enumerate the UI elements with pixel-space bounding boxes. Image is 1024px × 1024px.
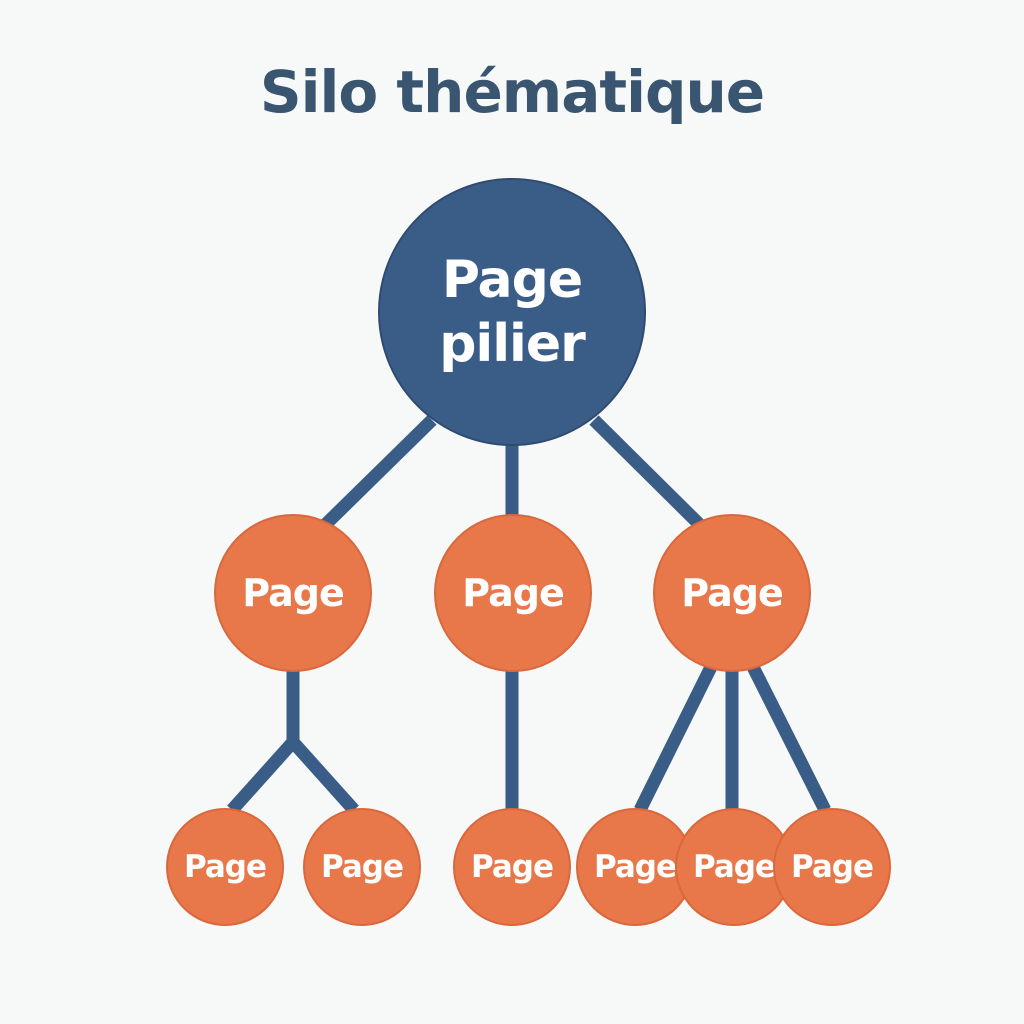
edge-root-child-1 xyxy=(320,415,437,530)
edge-child1-leaf1 xyxy=(227,737,298,815)
diagram-title: Silo thématique xyxy=(259,58,765,126)
pillar-page-node: Page pilier xyxy=(378,178,646,446)
leaf-page-label: Page xyxy=(692,849,776,885)
leaf-page-node-1: Page xyxy=(166,808,284,926)
leaf-page-node-2: Page xyxy=(303,808,421,926)
leaf-page-label: Page xyxy=(320,849,404,885)
child-page-node-2: Page xyxy=(434,514,592,672)
leaf-page-node-3: Page xyxy=(453,808,571,926)
pillar-label-line1: Page xyxy=(441,250,583,310)
child-page-node-3: Page xyxy=(653,514,811,672)
pillar-label-line2: pilier xyxy=(439,314,586,374)
edge-child3-leaf4 xyxy=(634,662,718,813)
child-page-label: Page xyxy=(462,571,564,615)
leaf-page-label: Page xyxy=(470,849,554,885)
child-page-node-1: Page xyxy=(214,514,372,672)
leaf-page-label: Page xyxy=(790,849,874,885)
leaf-page-node-6: Page xyxy=(773,808,891,926)
leaf-page-label: Page xyxy=(183,849,267,885)
edge-child1-leaf2 xyxy=(288,737,359,815)
leaf-page-label: Page xyxy=(593,849,677,885)
edge-child3-leaf6 xyxy=(746,662,831,813)
child-page-label: Page xyxy=(681,571,783,615)
child-page-label: Page xyxy=(242,571,344,615)
edge-root-child-3 xyxy=(589,415,705,530)
